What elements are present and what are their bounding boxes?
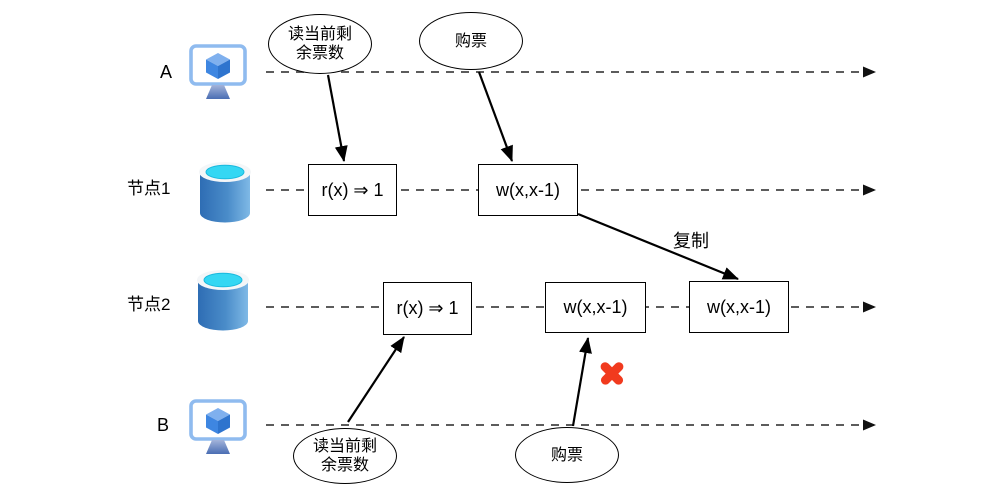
annotation-line: 购票 xyxy=(454,32,487,50)
monitor-cube-icon xyxy=(189,399,247,461)
box-label: w(x,x-1) xyxy=(496,179,560,200)
arrow-read-b-to-node2 xyxy=(347,336,405,423)
annotation-line: 读当前剩 xyxy=(312,438,377,455)
annotation-line: 余票数 xyxy=(295,45,344,62)
annotation-line: 购票 xyxy=(550,446,583,464)
row-label-client-a: A xyxy=(160,62,173,82)
box-label: w(x,x-1) xyxy=(707,296,771,317)
annotation-read-b: 读当前剩 余票数 xyxy=(293,428,397,484)
box-label: r(x) ⇒ 1 xyxy=(321,179,384,200)
monitor-cube-icon xyxy=(189,44,247,106)
row-label-node1: 节点1 xyxy=(127,179,171,198)
replicate-label: 复制 xyxy=(673,231,709,251)
error-cross-icon xyxy=(597,358,627,388)
row-label-node2: 节点2 xyxy=(127,295,171,314)
box-node2-write-replica: w(x,x-1) xyxy=(689,281,789,333)
row-label-client-b: B xyxy=(157,415,170,435)
arrow-read-a-to-node1 xyxy=(326,74,348,162)
arrow-replicate-node1-to-node2 xyxy=(577,212,739,281)
annotation-buy-b: 购票 xyxy=(515,427,619,483)
box-node2-write: w(x,x-1) xyxy=(545,282,646,333)
box-label: w(x,x-1) xyxy=(563,297,628,317)
box-label: r(x) ⇒ 1 xyxy=(396,298,459,318)
arrow-buy-a-to-node1 xyxy=(477,71,514,162)
arrow-buy-b-to-node2 xyxy=(571,337,592,427)
annotation-buy-a: 购票 xyxy=(419,12,523,70)
box-node2-read: r(x) ⇒ 1 xyxy=(383,282,472,335)
box-node1-write: w(x,x-1) xyxy=(478,164,578,216)
box-node1-read: r(x) ⇒ 1 xyxy=(308,164,397,216)
database-icon xyxy=(196,269,250,338)
annotation-read-a: 读当前剩 余票数 xyxy=(268,14,372,74)
database-icon xyxy=(198,161,252,230)
annotation-line: 读当前剩 xyxy=(287,26,352,43)
annotation-line: 余票数 xyxy=(320,457,369,474)
